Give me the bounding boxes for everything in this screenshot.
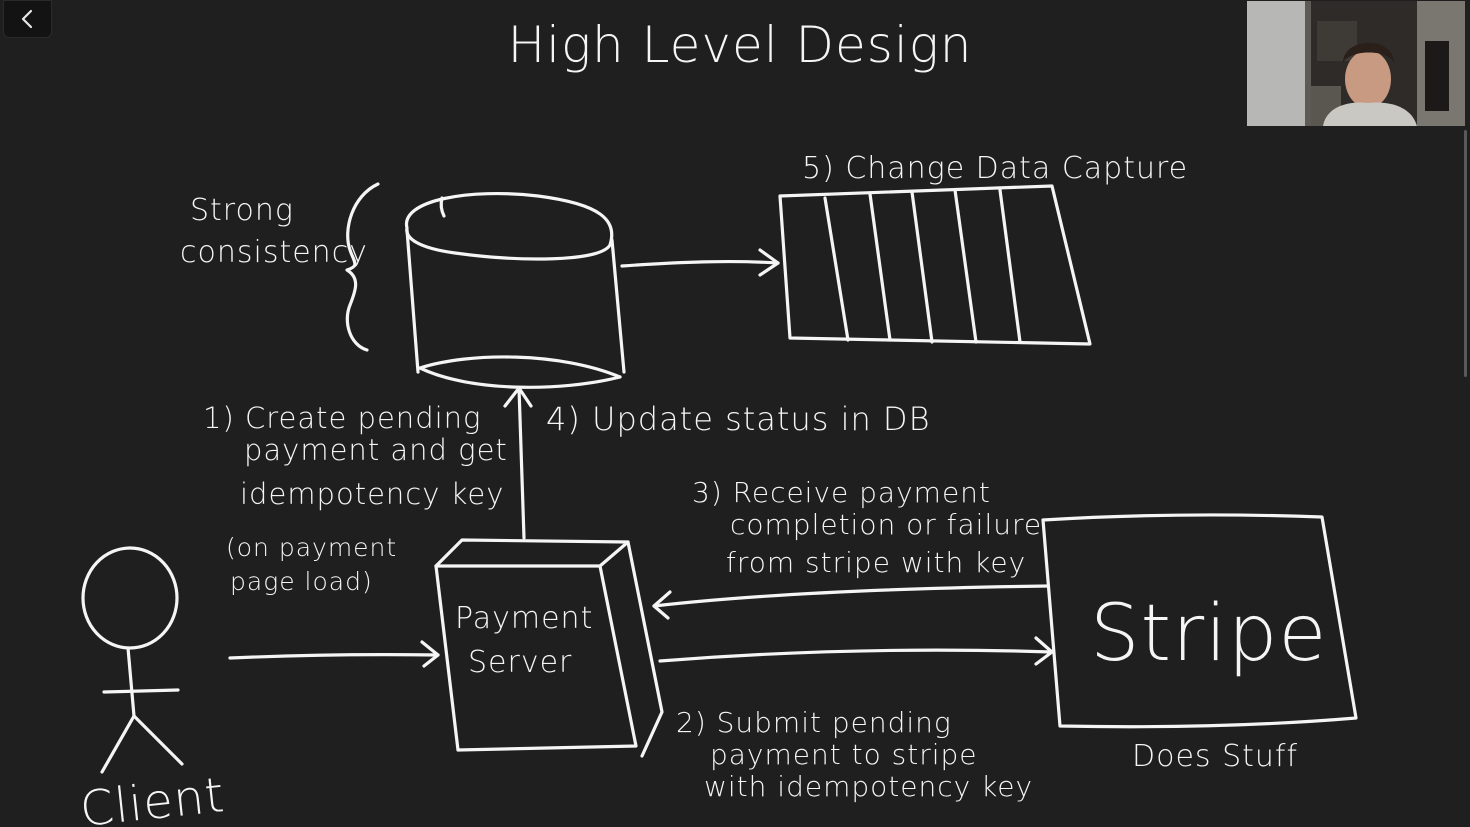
arrow-stripe-to-server — [652, 584, 1050, 620]
arrow-client-to-server — [228, 640, 440, 668]
consistency-note-line-1: Strong — [190, 193, 294, 228]
step-1-line-2: payment and get — [244, 433, 508, 467]
step-2-line-3: with idempotency key — [704, 770, 1033, 803]
payment-server-box: Payment Server — [434, 538, 664, 758]
stripe-label: Stripe — [1090, 589, 1327, 679]
consistency-note-line-2: consistency — [180, 235, 368, 270]
vertical-scrollbar[interactable] — [1464, 130, 1467, 377]
step-3-line-1: 3) Receive payment — [692, 476, 991, 509]
back-button[interactable] — [3, 0, 52, 38]
server-label-line-2: Server — [468, 645, 572, 680]
step-1-text: 1) Create pending payment and get idempo… — [203, 401, 508, 511]
step-4-text: 4) Update status in DB — [546, 400, 931, 438]
step-1-note: (on payment page load) — [226, 533, 397, 596]
cdc-queue — [778, 184, 1092, 346]
chevron-left-icon — [21, 9, 33, 29]
step-1-note-line-1: (on payment — [226, 533, 397, 562]
step-3-text: 3) Receive payment completion or failure… — [692, 476, 1042, 579]
step-2-line-2: payment to stripe — [710, 738, 978, 771]
step-2-text: 2) Submit pending payment to stripe with… — [676, 706, 1033, 803]
client-stick-figure — [81, 546, 184, 774]
stripe-box: Stripe — [1041, 513, 1358, 729]
presenter-video-image — [1247, 1, 1465, 126]
client-label: Client — [77, 767, 227, 827]
diagram-title: High Level Design — [508, 16, 973, 74]
curly-brace — [345, 182, 380, 352]
arrow-server-to-db — [503, 386, 533, 540]
webcam-overlay — [1247, 1, 1465, 126]
step-3-line-2: completion or failure — [730, 508, 1042, 541]
database-cylinder — [405, 192, 626, 389]
step-2-line-1: 2) Submit pending — [676, 706, 952, 739]
queue-label: 5) Change Data Capture — [802, 151, 1188, 186]
step-1-note-line-2: page load) — [230, 567, 373, 596]
step-3-line-3: from stripe with key — [726, 546, 1026, 579]
step-1-line-3: idempotency key — [240, 477, 504, 511]
server-label-line-1: Payment — [455, 601, 593, 636]
arrow-db-to-queue — [620, 248, 780, 277]
step-1-line-1: 1) Create pending — [203, 401, 481, 435]
stripe-caption: Does Stuff — [1132, 739, 1298, 774]
consistency-note: Strong consistency — [180, 193, 368, 270]
arrow-server-to-stripe — [658, 636, 1054, 666]
